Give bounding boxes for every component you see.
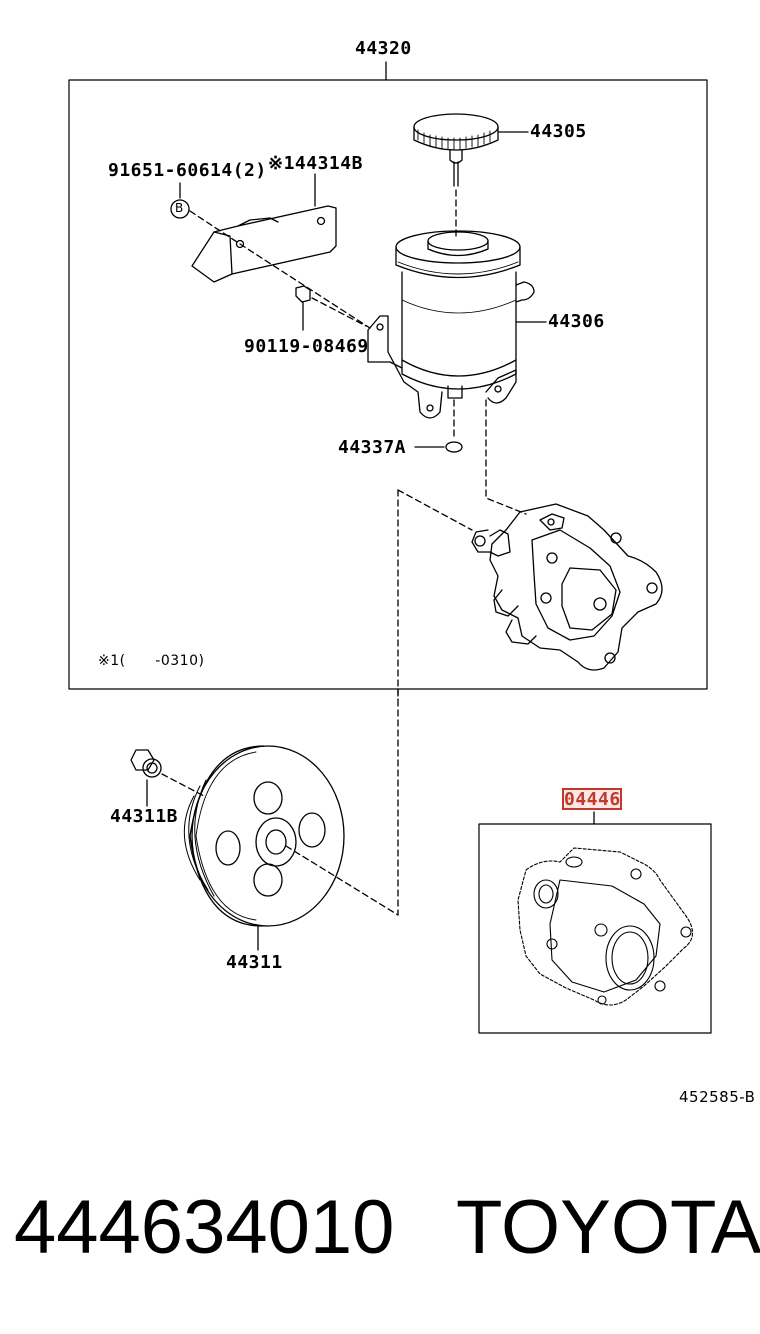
label-oring: 44337A — [338, 437, 407, 458]
brand-name: TOYOTA — [456, 1185, 760, 1270]
label-stud: 90119-08469 — [244, 336, 369, 357]
label-assembly: 44320 — [355, 38, 412, 59]
bolt-b-marker-text: B — [175, 201, 184, 215]
reservoir-bracket — [191, 173, 337, 283]
stud-bolt — [295, 285, 367, 331]
power-steering-pump — [471, 503, 663, 671]
label-cap: 44305 — [530, 121, 587, 142]
gasket-kit-frame — [478, 823, 712, 1034]
label-bolt-b: 91651-60614(2) — [108, 160, 267, 181]
o-ring — [414, 399, 463, 453]
bolt-b-marker — [170, 199, 190, 219]
label-bracket: ※144314B — [268, 153, 363, 174]
label-reservoir: 44306 — [548, 311, 605, 332]
label-pulley: 44311 — [226, 952, 283, 973]
part-number: 444634010 — [14, 1185, 395, 1270]
label-gasket-kit[interactable]: 04446 — [564, 789, 621, 810]
reservoir-cap — [413, 113, 529, 187]
reservoir-tank — [367, 230, 547, 419]
reference-code: 452585-B — [679, 1088, 756, 1106]
gasket-kit — [517, 847, 694, 1006]
label-note: ※1( -0310) — [98, 653, 205, 669]
assembly-frame — [68, 79, 708, 690]
highlight-box — [562, 788, 622, 810]
label-nut: 44311B — [110, 806, 179, 827]
pulley — [183, 745, 399, 951]
